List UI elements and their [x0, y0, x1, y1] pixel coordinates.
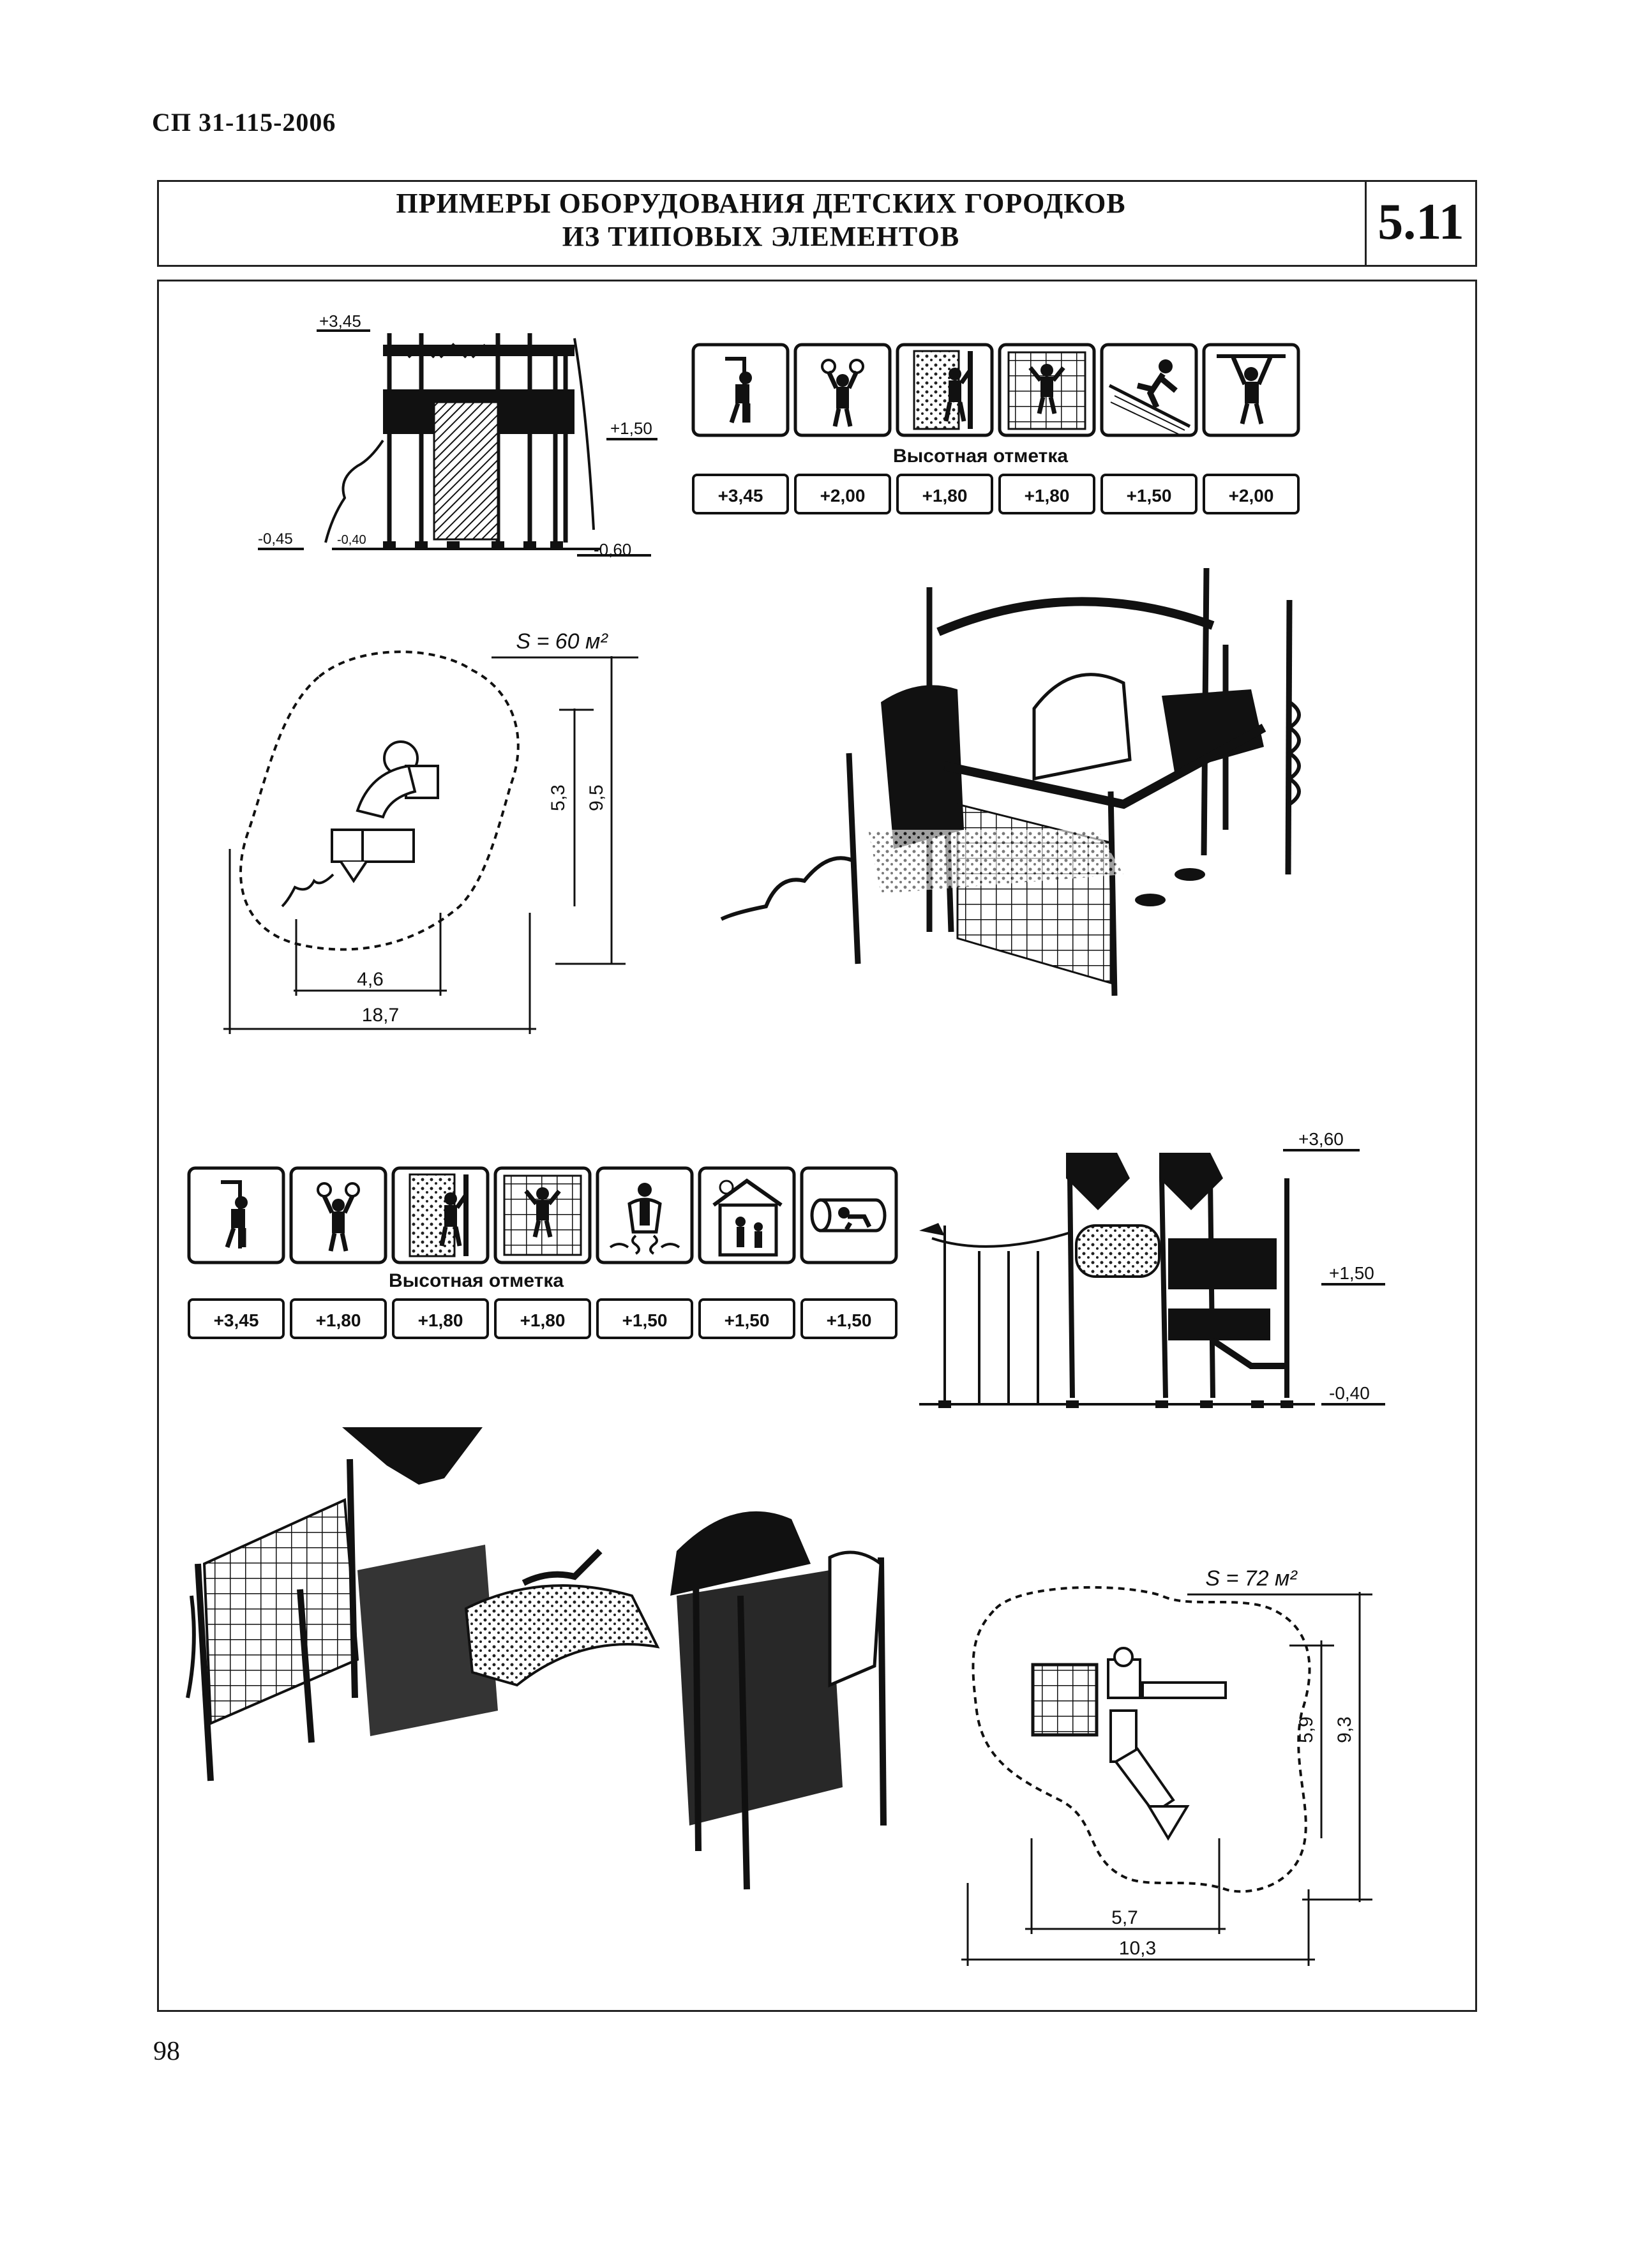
plan-2-area: S = 72 м² [1205, 1566, 1298, 1591]
tunnel-crawl-icon [800, 1166, 898, 1264]
height-value: +1,80 [922, 486, 968, 506]
rings-icon [289, 1166, 387, 1264]
activity-icons-row-2 [187, 1166, 898, 1264]
elev-1-top-label: +3,45 [319, 311, 361, 331]
height-value: +1,80 [520, 1310, 566, 1330]
plan-2-dim-inner-w: 5,7 [1111, 1907, 1138, 1928]
height-values-row-1: +3,45 +2,00 +1,80 +1,80 +1,50 +2,00 [692, 474, 1300, 514]
pole-climb-icon [187, 1166, 285, 1264]
elev-1-right-low-label: -0,60 [594, 540, 631, 559]
height-value: +1,50 [827, 1310, 872, 1330]
height-value: +1,50 [1127, 486, 1172, 506]
plan-2-dim-outer-w: 10,3 [1119, 1938, 1156, 1959]
climbing-wall-icon [896, 343, 994, 437]
slope-climb-icon [1100, 343, 1198, 437]
height-value: +1,80 [1025, 486, 1070, 506]
height-value: +1,80 [418, 1310, 463, 1330]
elev-2-low-label: -0,40 [1329, 1383, 1370, 1403]
site-plan-1: S = 60 м² 5,3 9,5 4,6 18,7 [223, 629, 638, 1034]
spring-rider-icon [596, 1166, 694, 1264]
perspective-drawing-1 [720, 567, 1301, 996]
height-value: +1,80 [316, 1310, 361, 1330]
horizontal-bar-icon [1202, 343, 1300, 437]
height-caption-2: Высотная отметка [389, 1270, 564, 1291]
site-plan-2: S = 72 м² 5,9 9,3 5,7 10,3 [961, 1566, 1372, 1966]
height-value: +3,45 [718, 486, 763, 506]
elevation-drawing-1: +3,45 +1,50 -0,45 -0,40 -0,60 [258, 311, 657, 559]
elev-1-left-low2-label: -0,40 [337, 533, 366, 547]
activity-icons-row-1 [691, 343, 1300, 437]
height-value: +2,00 [820, 486, 866, 506]
plan-1-dim-inner-w: 4,6 [357, 969, 384, 990]
height-value: +1,50 [725, 1310, 770, 1330]
sheet-number: 5.11 [1378, 194, 1464, 250]
height-caption-1: Высотная отметка [893, 446, 1068, 467]
sheet-number-box: 5.11 [1365, 182, 1475, 265]
perspective-drawing-2 [186, 1427, 887, 1890]
climbing-wall-icon [391, 1166, 490, 1264]
pole-climb-icon [691, 343, 790, 437]
plan-2-dim-outer-h: 9,3 [1334, 1716, 1355, 1743]
elev-1-mid-label: +1,50 [610, 419, 652, 438]
title-block: ПРИМЕРЫ ОБОРУДОВАНИЯ ДЕТСКИХ ГОРОДКОВ ИЗ… [157, 180, 1477, 267]
elevation-drawing-2: +3,60 +1,50 -0,40 [919, 1129, 1385, 1408]
plan-1-dim-inner-h: 5,3 [548, 784, 569, 811]
page-title: ПРИМЕРЫ ОБОРУДОВАНИЯ ДЕТСКИХ ГОРОДКОВ ИЗ… [159, 187, 1363, 253]
plan-1-dim-outer-h: 9,5 [586, 784, 607, 811]
title-line-1: ПРИМЕРЫ ОБОРУДОВАНИЯ ДЕТСКИХ ГОРОДКОВ [396, 188, 1126, 219]
net-climb-icon [998, 343, 1096, 437]
plan-2-dim-inner-h: 5,9 [1296, 1716, 1317, 1743]
height-value: +1,50 [622, 1310, 668, 1330]
document-code: СП 31-115-2006 [152, 108, 336, 137]
height-value: +3,45 [214, 1310, 259, 1330]
title-line-2: ИЗ ТИПОВЫХ ЭЛЕМЕНТОВ [562, 221, 960, 252]
plan-1-dim-outer-w: 18,7 [362, 1005, 399, 1026]
height-values-row-2: +3,45 +1,80 +1,80 +1,80 +1,50 +1,50 +1,5… [188, 1298, 897, 1339]
elev-1-left-low-label: -0,45 [258, 530, 293, 548]
height-value: +2,00 [1229, 486, 1274, 506]
elev-2-top-label: +3,60 [1298, 1129, 1344, 1149]
net-climb-icon [493, 1166, 592, 1264]
drawing-frame [157, 280, 1477, 2012]
rings-icon [793, 343, 892, 437]
page-number: 98 [153, 2037, 180, 2066]
playhouse-icon [698, 1166, 796, 1264]
plan-1-area: S = 60 м² [516, 629, 608, 654]
elev-2-mid-label: +1,50 [1329, 1263, 1374, 1283]
